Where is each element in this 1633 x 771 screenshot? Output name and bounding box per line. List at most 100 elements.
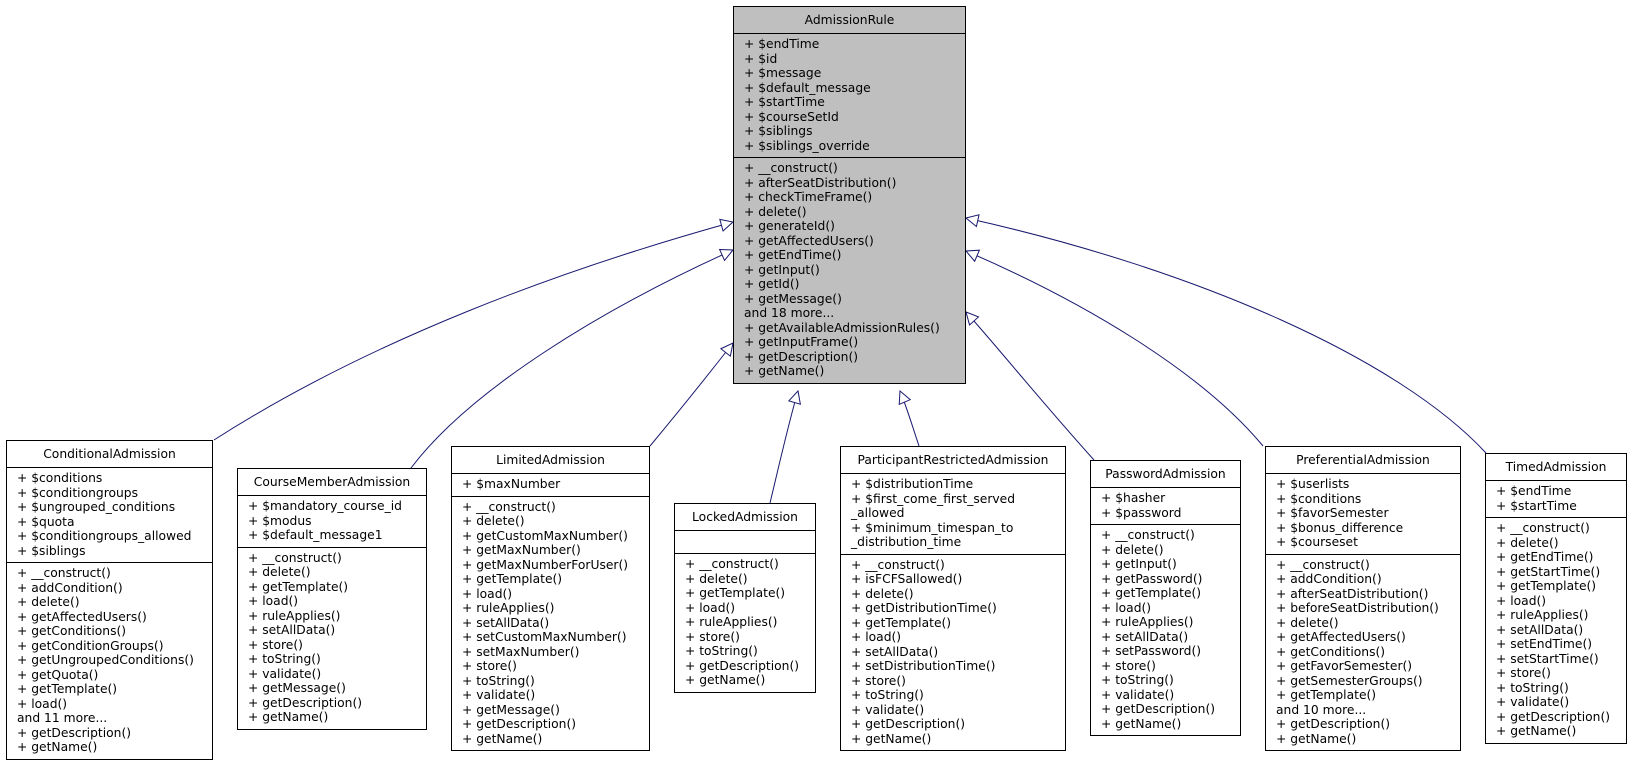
member: + getAffectedUsers() — [1276, 630, 1406, 644]
class-participant-restricted-admission: ParticipantRestrictedAdmission + $distri… — [840, 446, 1066, 751]
member: + delete() — [1101, 542, 1164, 557]
member: + ruleApplies() — [248, 608, 341, 623]
member: + delete() — [744, 204, 807, 219]
member: + $quota — [17, 514, 75, 529]
member: + getConditionGroups() — [17, 638, 164, 653]
member: + setAllData() — [851, 644, 939, 659]
member: + load() — [1101, 600, 1152, 615]
member: + getDescription() — [851, 717, 966, 731]
member: + getEndTime() — [744, 248, 842, 262]
member: + load() — [17, 696, 68, 711]
member: + $conditiongroups_allowed — [17, 529, 192, 543]
attribute-list: + $distributionTime+ $first_come_first_s… — [841, 474, 1065, 554]
member: + store() — [248, 637, 303, 652]
member: + ruleApplies() — [1101, 615, 1194, 629]
member: + getDescription() — [685, 658, 800, 673]
member: + getPassword() — [1101, 571, 1203, 586]
member: + getCustomMaxNumber() — [462, 528, 628, 543]
member: + getConditions() — [1276, 644, 1386, 659]
class-course-member-admission: CourseMemberAdmission + $mandatory_cours… — [237, 468, 427, 730]
member: + $modus — [248, 513, 312, 528]
member: + $endTime — [744, 37, 820, 51]
method-list: + __construct()+ isFCFSallowed()+ delete… — [841, 553, 1065, 751]
class-name: PreferentialAdmission — [1266, 447, 1460, 474]
member: + getTemplate() — [248, 579, 349, 594]
member: + getDistributionTime() — [851, 601, 997, 615]
member: + getInputFrame() — [744, 335, 859, 349]
member: + getInput() — [1101, 557, 1177, 571]
member: + getName() — [744, 364, 825, 378]
attribute-list: + $conditions+ $conditiongroups+ $ungrou… — [7, 468, 212, 562]
member: + getTemplate() — [851, 615, 952, 630]
member: + delete() — [1276, 615, 1339, 630]
member: + $minimum_timespan_to _distribution_tim… — [851, 520, 1014, 550]
member: + getName() — [1496, 724, 1577, 738]
member: + toString() — [248, 652, 321, 666]
member: + setAllData() — [1496, 622, 1584, 637]
more-members-note: and 11 more... — [17, 711, 108, 725]
inheritance-edge-lockedadmission — [769, 391, 798, 504]
member: + ruleApplies() — [1496, 608, 1589, 622]
more-members-note: and 18 more... — [744, 306, 835, 320]
member: + addCondition() — [1276, 572, 1382, 586]
member: + getName() — [1101, 716, 1182, 731]
member: + $bonus_difference — [1276, 520, 1404, 535]
member: + getTemplate() — [17, 682, 118, 696]
member: + getTemplate() — [685, 586, 786, 600]
inheritance-edge-participantrestrictedadmission — [900, 391, 920, 447]
member: + getDescription() — [1276, 717, 1391, 731]
member: + getStartTime() — [1496, 564, 1601, 579]
member: + getQuota() — [17, 667, 99, 682]
member: + $startTime — [744, 95, 825, 109]
member: + generateId() — [744, 219, 835, 233]
attribute-list: + $maxNumber — [452, 474, 649, 496]
member: + getAffectedUsers() — [744, 233, 874, 248]
member: + getEndTime() — [1496, 550, 1594, 564]
class-name: CourseMemberAdmission — [238, 469, 426, 496]
member: + $conditiongroups — [17, 485, 139, 500]
member: + setPassword() — [1101, 644, 1202, 658]
member: + $courseSetId — [744, 109, 839, 124]
member: + delete() — [1496, 535, 1559, 550]
member: + toString() — [1101, 673, 1174, 687]
attribute-list: + $mandatory_course_id+ $modus+ $default… — [238, 496, 426, 547]
member: + $siblings_override — [744, 138, 870, 153]
inheritance-edge-limitedadmission — [649, 343, 733, 447]
method-list: + __construct()+ delete()+ getInput()+ g… — [1091, 524, 1240, 735]
class-preferential-admission: PreferentialAdmission + $userlists+ $con… — [1265, 446, 1461, 751]
member: + setStartTime() — [1496, 651, 1599, 666]
member: + getDescription() — [462, 717, 577, 731]
member: + __construct() — [851, 557, 945, 572]
member: + setEndTime() — [1496, 637, 1593, 651]
member: + getMessage() — [744, 291, 842, 306]
class-name: ParticipantRestrictedAdmission — [841, 447, 1065, 474]
member: + __construct() — [744, 161, 838, 175]
member: + getId() — [744, 277, 800, 291]
class-name: LimitedAdmission — [452, 447, 649, 474]
member: + validate() — [1101, 687, 1175, 702]
member: + $message — [744, 66, 822, 80]
member: + $conditions — [17, 471, 103, 485]
member: + validate() — [248, 666, 322, 681]
member: + load() — [248, 594, 299, 608]
member: + getName() — [462, 731, 543, 746]
member: + validate() — [851, 702, 925, 717]
member: + getConditions() — [17, 624, 127, 638]
member: + toString() — [851, 688, 924, 702]
member: + getName() — [685, 673, 766, 687]
member: + $maxNumber — [462, 477, 561, 491]
member: + store() — [685, 629, 740, 644]
member: + $default_message1 — [248, 528, 383, 542]
attribute-list — [675, 531, 815, 553]
member: + delete() — [17, 595, 80, 609]
member: + $id — [744, 51, 778, 66]
method-list: + __construct()+ delete()+ getEndTime()+… — [1486, 517, 1626, 743]
class-timed-admission: TimedAdmission + $endTime+ $startTime + … — [1485, 453, 1627, 744]
member: + $courseset — [1276, 535, 1358, 549]
attribute-list: + $endTime+ $startTime — [1486, 481, 1626, 517]
class-name: ConditionalAdmission — [7, 441, 212, 468]
member: + getTemplate() — [1496, 579, 1597, 593]
member: + __construct() — [1101, 528, 1195, 542]
